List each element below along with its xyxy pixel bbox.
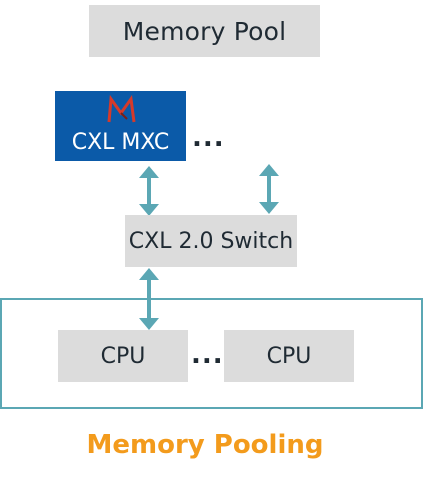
cxl-mxc-label: CXL MXC bbox=[71, 130, 170, 155]
host-frame bbox=[0, 298, 423, 409]
cxl-switch-box: CXL 2.0 Switch bbox=[125, 215, 297, 267]
memory-pool-label: Memory Pool bbox=[122, 16, 287, 46]
cxl-switch-label: CXL 2.0 Switch bbox=[128, 228, 294, 254]
arrow-mxc-switch bbox=[139, 166, 159, 216]
arrow-device2-switch bbox=[259, 164, 279, 214]
cxl-mxc-box: CXL MXC bbox=[55, 91, 186, 161]
m-logo-icon bbox=[107, 95, 135, 123]
ellipsis-devices: ... bbox=[192, 123, 225, 153]
diagram-caption: Memory Pooling bbox=[86, 430, 324, 460]
cpu-box-1: CPU bbox=[58, 330, 188, 382]
cpu-box-2: CPU bbox=[224, 330, 354, 382]
ellipsis-cpus: ... bbox=[191, 340, 224, 370]
memory-pool-box: Memory Pool bbox=[89, 5, 320, 57]
cpu-label-1: CPU bbox=[100, 343, 146, 369]
cpu-label-2: CPU bbox=[266, 343, 312, 369]
